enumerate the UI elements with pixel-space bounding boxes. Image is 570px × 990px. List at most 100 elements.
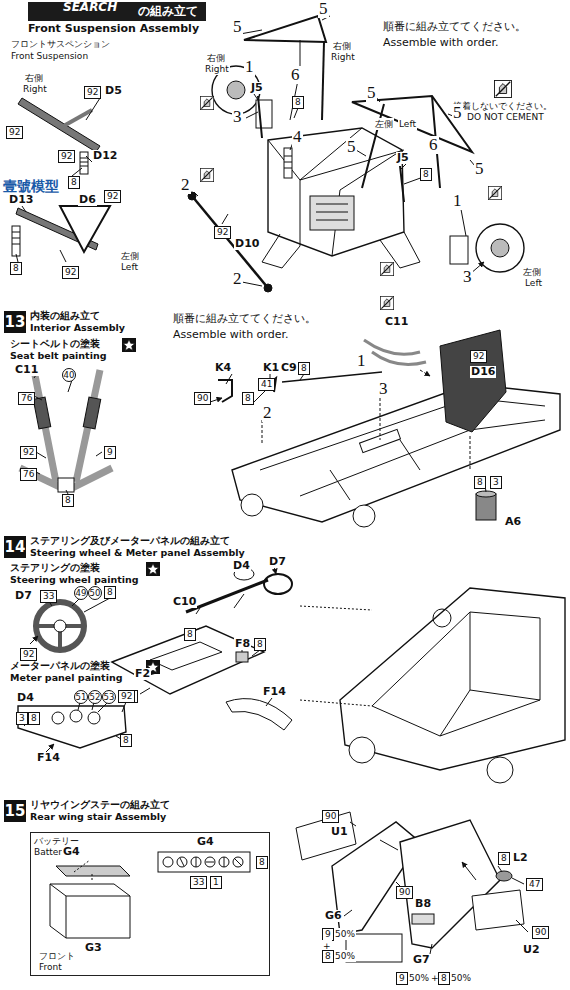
paint-code: 90 bbox=[194, 392, 211, 405]
order-number: 5 bbox=[452, 104, 463, 122]
note-text: DO NOT CEMENT bbox=[466, 111, 545, 123]
paint-code: 92 bbox=[6, 126, 23, 139]
instruction-text: Assemble with order. bbox=[382, 36, 499, 50]
part-code: K1 bbox=[262, 362, 280, 374]
part-code: C11 bbox=[14, 364, 39, 376]
paint-code: 9 bbox=[396, 972, 408, 985]
paint-code: 76 bbox=[20, 468, 37, 481]
paint-code: 8 bbox=[28, 712, 40, 725]
order-number: 6 bbox=[290, 66, 301, 84]
part-code: C9 bbox=[280, 362, 298, 374]
paint-code: 8 bbox=[292, 96, 304, 109]
part-code: C11 bbox=[384, 316, 409, 328]
arm-d5 bbox=[18, 98, 100, 152]
node-heading: ステアリングの塗装 bbox=[10, 562, 139, 574]
part-code: G4 bbox=[196, 836, 215, 848]
note-text: 50% bbox=[408, 972, 430, 984]
paint-code-circle: 50 bbox=[88, 586, 102, 600]
instruction-text: 順番に組み立ててください。 bbox=[172, 312, 317, 326]
paint-code: 92 bbox=[214, 226, 231, 239]
paint-code: 8 bbox=[420, 168, 432, 181]
paint-code: 92 bbox=[58, 150, 75, 163]
part-code: D6 bbox=[78, 194, 97, 206]
paint-code: 47 bbox=[526, 878, 543, 891]
node-text: Steering wheel painting bbox=[10, 574, 139, 586]
paint-code: 92 bbox=[20, 446, 37, 459]
part-code: G7 bbox=[412, 954, 431, 966]
paint-code: 8 bbox=[322, 950, 334, 963]
part-code: U2 bbox=[522, 944, 541, 956]
paint-code: 33 bbox=[190, 876, 207, 889]
node-text: ステアリング及びメーターパネルの組み立て bbox=[30, 534, 230, 548]
paint-code: 92 bbox=[20, 648, 37, 661]
part-code: L2 bbox=[512, 852, 529, 864]
node-text: Meter panel painting bbox=[10, 672, 122, 684]
part-code: K4 bbox=[214, 362, 232, 374]
paint-code-circle: 49 bbox=[74, 586, 88, 600]
node-text: Seat belt painting bbox=[10, 350, 106, 362]
paint-code: 8 bbox=[438, 972, 450, 985]
paint-code: 92 bbox=[62, 266, 79, 279]
paint-code: 9 bbox=[104, 446, 116, 459]
paint-code: 90 bbox=[322, 810, 339, 823]
part-code: D7 bbox=[268, 556, 287, 568]
paint-code: 90 bbox=[532, 926, 549, 939]
note-text: Front bbox=[38, 961, 63, 973]
order-number: 3 bbox=[232, 108, 243, 126]
note-text: 50% bbox=[334, 950, 356, 962]
order-number: 6 bbox=[428, 136, 439, 154]
paint-code: 8 bbox=[68, 176, 80, 189]
part-code: D4 bbox=[232, 560, 251, 572]
part-code: J5 bbox=[396, 152, 410, 164]
paint-code: 8 bbox=[62, 494, 74, 507]
step-number: 13内装の組み立てInterior Assembly bbox=[4, 311, 26, 333]
paint-code: 3 bbox=[490, 476, 502, 489]
part-code: C10 bbox=[172, 596, 197, 608]
note-text: Right bbox=[330, 51, 356, 63]
part-code: F14 bbox=[262, 686, 287, 698]
painting-heading: シートベルトの塗装Seat belt painting bbox=[10, 338, 106, 362]
paint-code: 92 bbox=[104, 190, 121, 203]
paint-code-circle: 51 bbox=[74, 690, 88, 704]
note-text: Left bbox=[120, 261, 139, 273]
part-code: D10 bbox=[234, 238, 260, 250]
paint-code-circle: 53 bbox=[102, 690, 116, 704]
part-code: G6 bbox=[324, 910, 343, 922]
order-number: 1 bbox=[356, 352, 367, 370]
node-heading: メーターパネルの塗装 bbox=[10, 660, 122, 672]
order-number: 1 bbox=[244, 58, 255, 76]
order-number: 5 bbox=[232, 18, 243, 36]
part-code: F2 bbox=[134, 668, 151, 680]
paint-code: 92 bbox=[470, 350, 487, 363]
paint-code: 90 bbox=[396, 886, 413, 899]
node-text: Interior Assembly bbox=[30, 322, 125, 333]
part-code: F8 bbox=[234, 638, 251, 650]
node-text: 内装の組み立て bbox=[30, 309, 100, 323]
order-number: 5 bbox=[318, 0, 329, 18]
order-number: 5 bbox=[346, 138, 357, 156]
order-number: 5 bbox=[366, 84, 377, 102]
node-text: Rear wing stair Assembly bbox=[30, 811, 166, 822]
note-text: 50% bbox=[450, 972, 472, 984]
paint-code: 3 bbox=[16, 712, 28, 725]
part-code: D7 bbox=[14, 590, 33, 602]
node-heading: 15 bbox=[4, 800, 26, 822]
part-code: G4 bbox=[62, 846, 81, 858]
paint-code: 92 bbox=[118, 690, 135, 703]
paint-code: 8 bbox=[184, 628, 196, 641]
paint-code: 41 bbox=[258, 378, 275, 391]
note-text: Right bbox=[22, 83, 48, 95]
part-code: B8 bbox=[414, 898, 432, 910]
part-code: F14 bbox=[36, 752, 61, 764]
note-text: 左側 bbox=[374, 118, 394, 130]
order-number: 3 bbox=[462, 268, 473, 286]
paint-code-circle: 40 bbox=[62, 368, 76, 382]
part-code: D5 bbox=[104, 85, 123, 97]
watermark: SEARCH bbox=[62, 1, 118, 13]
paint-code: 8 bbox=[104, 586, 116, 599]
order-number: 4 bbox=[292, 128, 303, 146]
instruction-text: 順番に組み立ててください。 bbox=[382, 20, 527, 34]
node-text: リヤウイングステーの組み立て bbox=[30, 798, 170, 812]
paint-code: 33 bbox=[40, 590, 57, 603]
